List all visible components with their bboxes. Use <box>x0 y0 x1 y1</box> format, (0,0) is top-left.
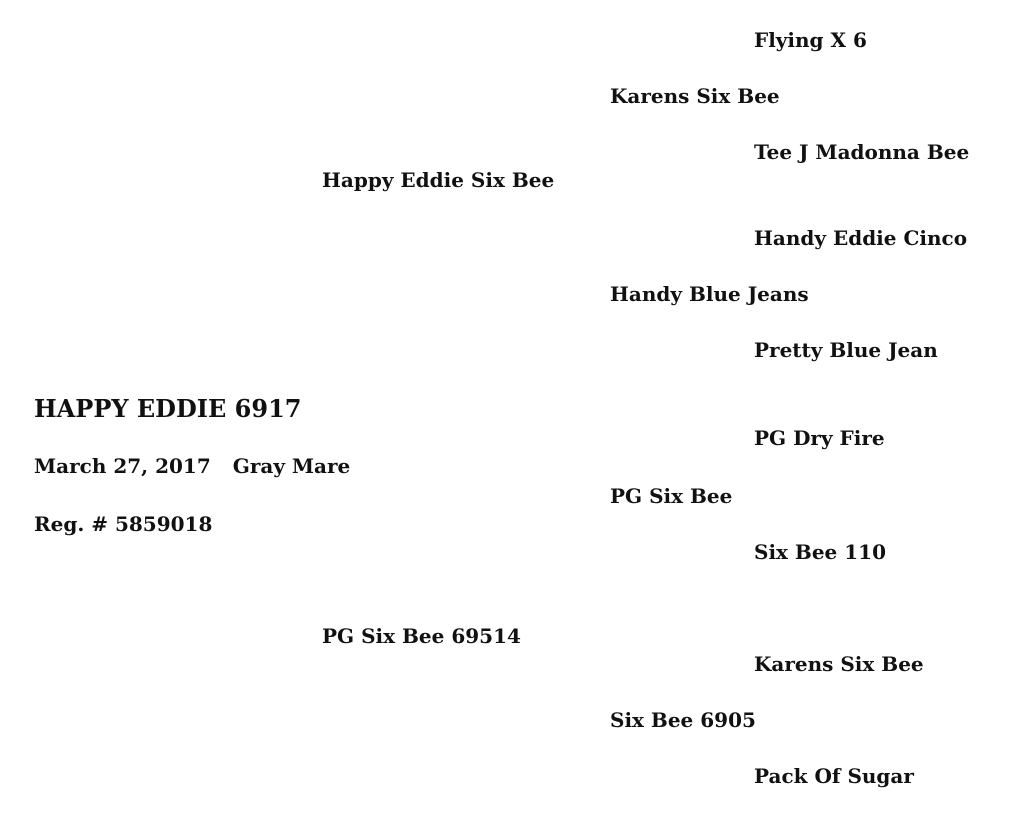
sire-dam-dam-name: Pretty Blue Jean <box>754 338 938 362</box>
dam-sire-sire-name: PG Dry Fire <box>754 426 885 450</box>
sire-dam-name: Handy Blue Jeans <box>610 282 809 306</box>
birth-info: March 27, 2017 Gray Mare <box>34 454 350 478</box>
dam-dam-name: Six Bee 6905 <box>610 708 756 732</box>
sire-dam-sire-name: Handy Eddie Cinco <box>754 226 968 250</box>
dam-dam-dam-name: Pack Of Sugar <box>754 764 914 788</box>
dam-sire-dam-name: Six Bee 110 <box>754 540 886 564</box>
sire-sire-dam-name: Tee J Madonna Bee <box>754 140 970 164</box>
birth-date: March 27, 2017 <box>34 454 211 478</box>
dam-name: PG Six Bee 69514 <box>322 624 521 648</box>
sire-sire-sire-name: Flying X 6 <box>754 28 867 52</box>
registration-number: Reg. # 5859018 <box>34 512 213 536</box>
sire-name: Happy Eddie Six Bee <box>322 168 555 192</box>
sire-sire-name: Karens Six Bee <box>610 84 780 108</box>
horse-name: HAPPY EDDIE 6917 <box>34 394 302 423</box>
dam-dam-sire-name: Karens Six Bee <box>754 652 924 676</box>
dam-sire-name: PG Six Bee <box>610 484 733 508</box>
color-sex: Gray Mare <box>232 454 351 478</box>
